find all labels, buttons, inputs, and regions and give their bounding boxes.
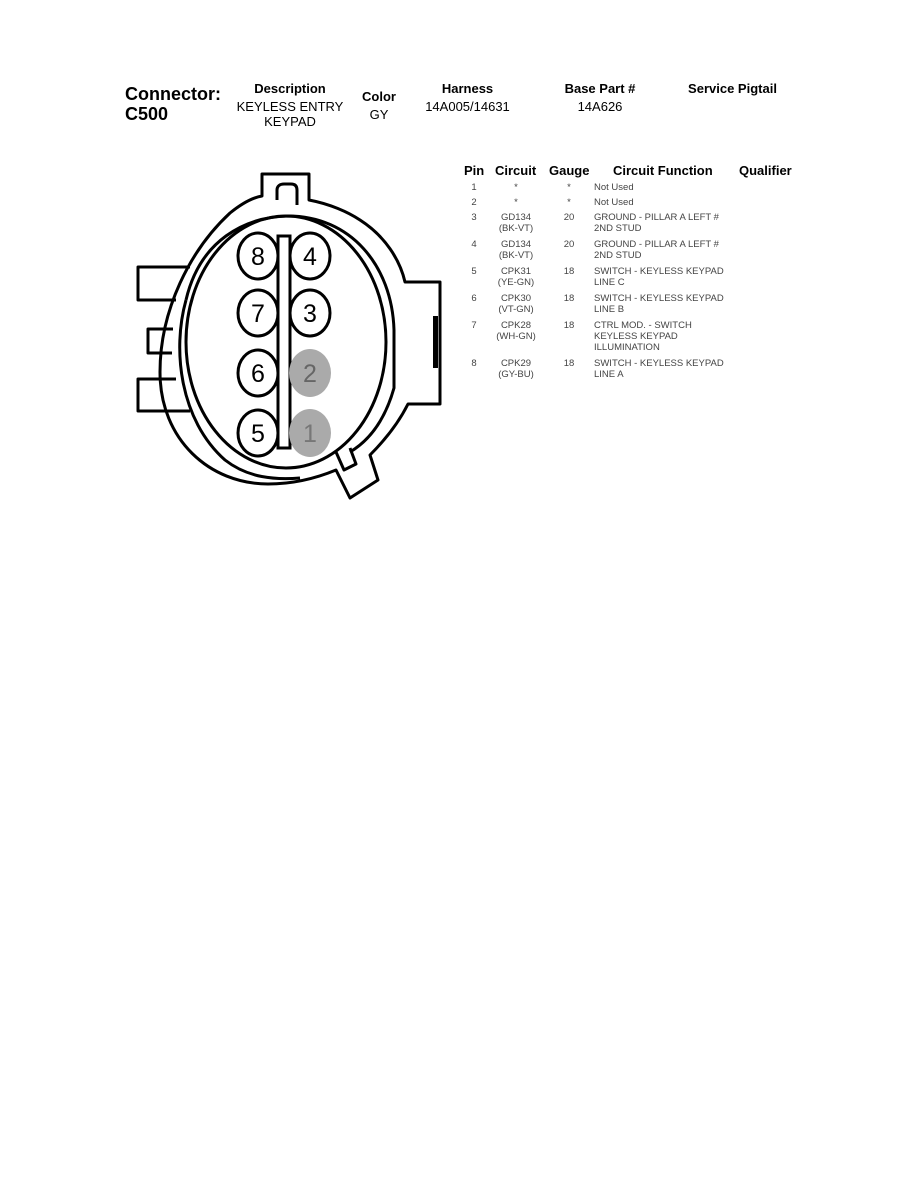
row-function: GROUND - PILLAR A LEFT # 2ND STUD xyxy=(594,212,719,234)
inner-cavity-ring xyxy=(184,214,388,470)
base-part-value: 14A626 xyxy=(577,99,623,114)
right-latch-bar xyxy=(433,316,438,368)
color-label: Color xyxy=(362,89,396,104)
row-pin: 1 xyxy=(471,182,477,193)
row-function: SWITCH - KEYLESS KEYPAD LINE A xyxy=(594,358,724,380)
pin-4: 4 xyxy=(288,231,332,281)
top-key-notch xyxy=(275,182,299,205)
row-function: Not Used xyxy=(594,182,634,193)
row-pin: 7 xyxy=(471,320,477,331)
pin-1-unused: 1 xyxy=(289,409,331,457)
row-gauge: 20 xyxy=(563,212,575,223)
svg-text:2: 2 xyxy=(303,360,317,388)
left-tab-upper xyxy=(136,265,190,302)
col-gauge: Gauge xyxy=(549,163,590,178)
row-gauge: * xyxy=(567,197,571,208)
pin-table-header: Pin Circuit Gauge Circuit Function Quali… xyxy=(460,163,800,179)
row-pin: 4 xyxy=(471,239,477,250)
row-gauge: 18 xyxy=(563,320,575,331)
col-qualifier: Qualifier xyxy=(739,163,792,178)
row-pin: 6 xyxy=(471,293,477,304)
connector-label: Connector: xyxy=(125,84,221,104)
pin-6: 6 xyxy=(236,348,280,398)
pin-table: Pin Circuit Gauge Circuit Function Quali… xyxy=(460,163,800,179)
col-circuit-function: Circuit Function xyxy=(613,163,713,178)
base-part-label: Base Part # xyxy=(564,81,636,96)
svg-text:4: 4 xyxy=(303,243,317,271)
row-gauge: 18 xyxy=(563,293,575,304)
svg-text:6: 6 xyxy=(251,360,265,388)
service-pigtail-label: Service Pigtail xyxy=(688,81,777,96)
row-circuit: CPK29(GY-BU) xyxy=(498,358,534,380)
svg-text:8: 8 xyxy=(251,243,265,271)
description-line1: KEYLESS ENTRY xyxy=(236,99,344,114)
col-pin: Pin xyxy=(464,163,485,178)
pin-8: 8 xyxy=(236,231,280,281)
row-gauge: * xyxy=(567,182,571,193)
connector-face-diagram: 8 4 7 3 6 2 5 1 xyxy=(136,172,442,500)
row-circuit: CPK30(VT-GN) xyxy=(498,293,534,315)
svg-text:5: 5 xyxy=(251,420,265,448)
pin-5: 5 xyxy=(236,408,280,458)
row-circuit: CPK31(YE-GN) xyxy=(497,266,535,288)
row-gauge: 18 xyxy=(563,266,575,277)
left-tab-lower xyxy=(136,377,190,413)
harness-label: Harness xyxy=(441,81,494,96)
row-pin: 5 xyxy=(471,266,477,277)
svg-text:1: 1 xyxy=(303,420,317,448)
row-pin: 2 xyxy=(471,197,477,208)
row-gauge: 18 xyxy=(563,358,575,369)
row-function: SWITCH - KEYLESS KEYPAD LINE C xyxy=(594,266,724,288)
svg-text:3: 3 xyxy=(303,300,317,328)
harness-value: 14A005/14631 xyxy=(425,99,510,114)
row-circuit: * xyxy=(514,197,518,208)
description-line2: KEYPAD xyxy=(264,114,316,129)
pin-7: 7 xyxy=(236,288,280,338)
row-gauge: 20 xyxy=(563,239,575,250)
pin-2-unused: 2 xyxy=(289,349,331,397)
row-function: GROUND - PILLAR A LEFT # 2ND STUD xyxy=(594,239,719,261)
color-value: GY xyxy=(369,107,389,122)
row-circuit: * xyxy=(514,182,518,193)
connector-id: C500 xyxy=(125,104,169,124)
svg-text:7: 7 xyxy=(251,300,265,328)
row-pin: 8 xyxy=(471,358,477,369)
row-function: SWITCH - KEYLESS KEYPAD LINE B xyxy=(594,293,724,315)
row-circuit: GD134(BK-VT) xyxy=(498,212,534,234)
row-function: CTRL MOD. - SWITCH KEYLESS KEYPAD ILLUMI… xyxy=(594,320,692,353)
connector-outer-shell xyxy=(158,172,442,500)
row-circuit: GD134(BK-VT) xyxy=(498,239,534,261)
row-function: Not Used xyxy=(594,197,634,208)
center-divider xyxy=(276,234,292,450)
row-circuit: CPK28(WH-GN) xyxy=(496,320,536,342)
col-circuit: Circuit xyxy=(495,163,537,178)
pin-3: 3 xyxy=(288,288,332,338)
description-label: Description xyxy=(254,81,326,96)
row-pin: 3 xyxy=(471,212,477,223)
